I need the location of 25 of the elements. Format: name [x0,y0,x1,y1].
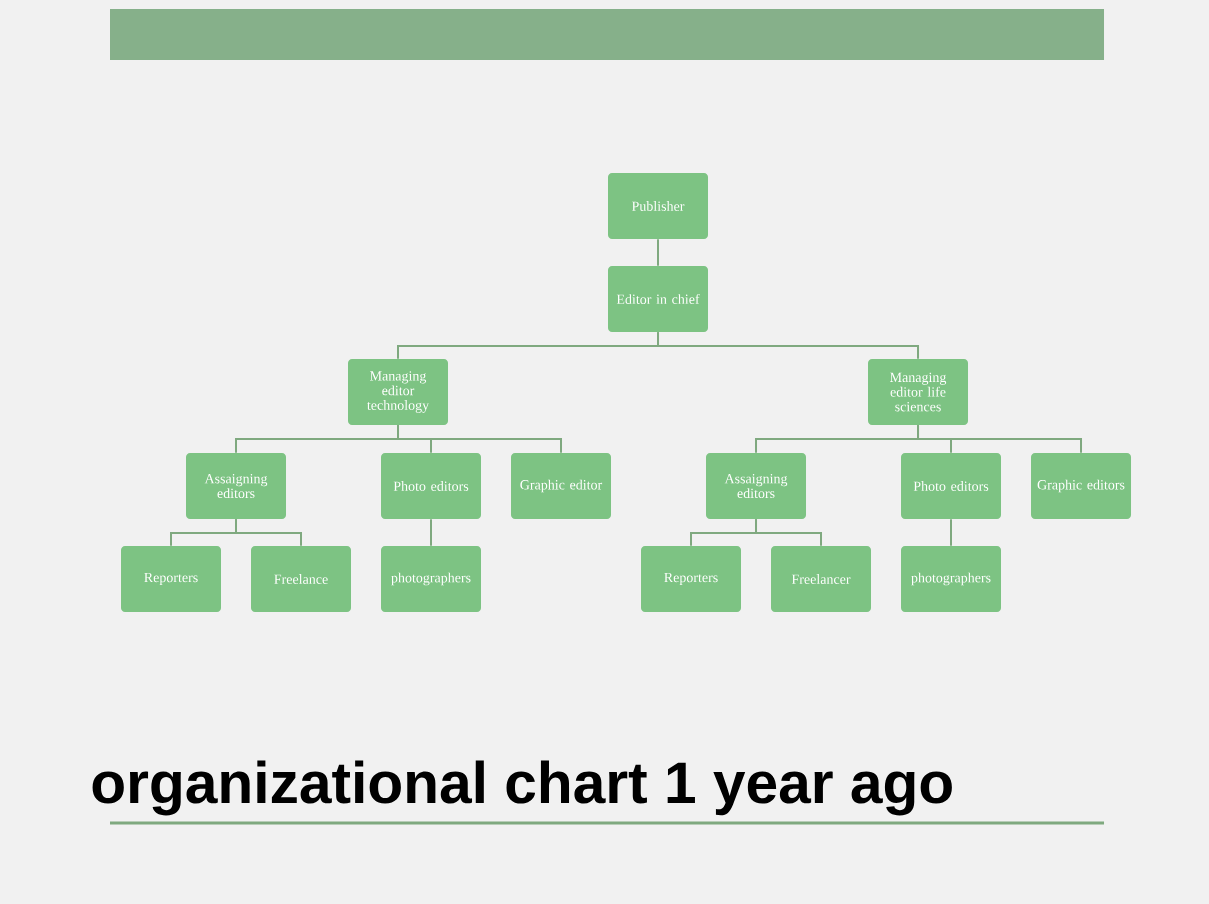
org-box: Managing editor technology [348,359,448,425]
connector [657,238,659,267]
connector [755,518,822,547]
org-box: Freelance [251,546,351,612]
org-box: Reporters [641,546,741,612]
connector [917,424,1082,454]
org-box: Reporters [121,546,221,612]
org-box: Graphic editor [511,453,611,519]
org-box: Photo editors [901,453,1001,519]
org-box: photographers [381,546,481,612]
connector [397,424,562,454]
org-box: Managing editor life sciences [868,359,968,425]
connector [950,518,952,547]
connector [235,518,302,547]
org-box: Graphic editors [1031,453,1131,519]
connector [657,331,919,360]
org-box: Photo editors [381,453,481,519]
connector [430,518,432,547]
org-box: Assaigning editors [186,453,286,519]
title: organizational chart 1 year ago [92,760,952,816]
org-box: photographers [901,546,1001,612]
org-box: Freelancer [771,546,871,612]
org-box: Editor in chief [608,266,708,332]
org-box: Assaigning editors [706,453,806,519]
org-box: Publisher [608,173,708,239]
